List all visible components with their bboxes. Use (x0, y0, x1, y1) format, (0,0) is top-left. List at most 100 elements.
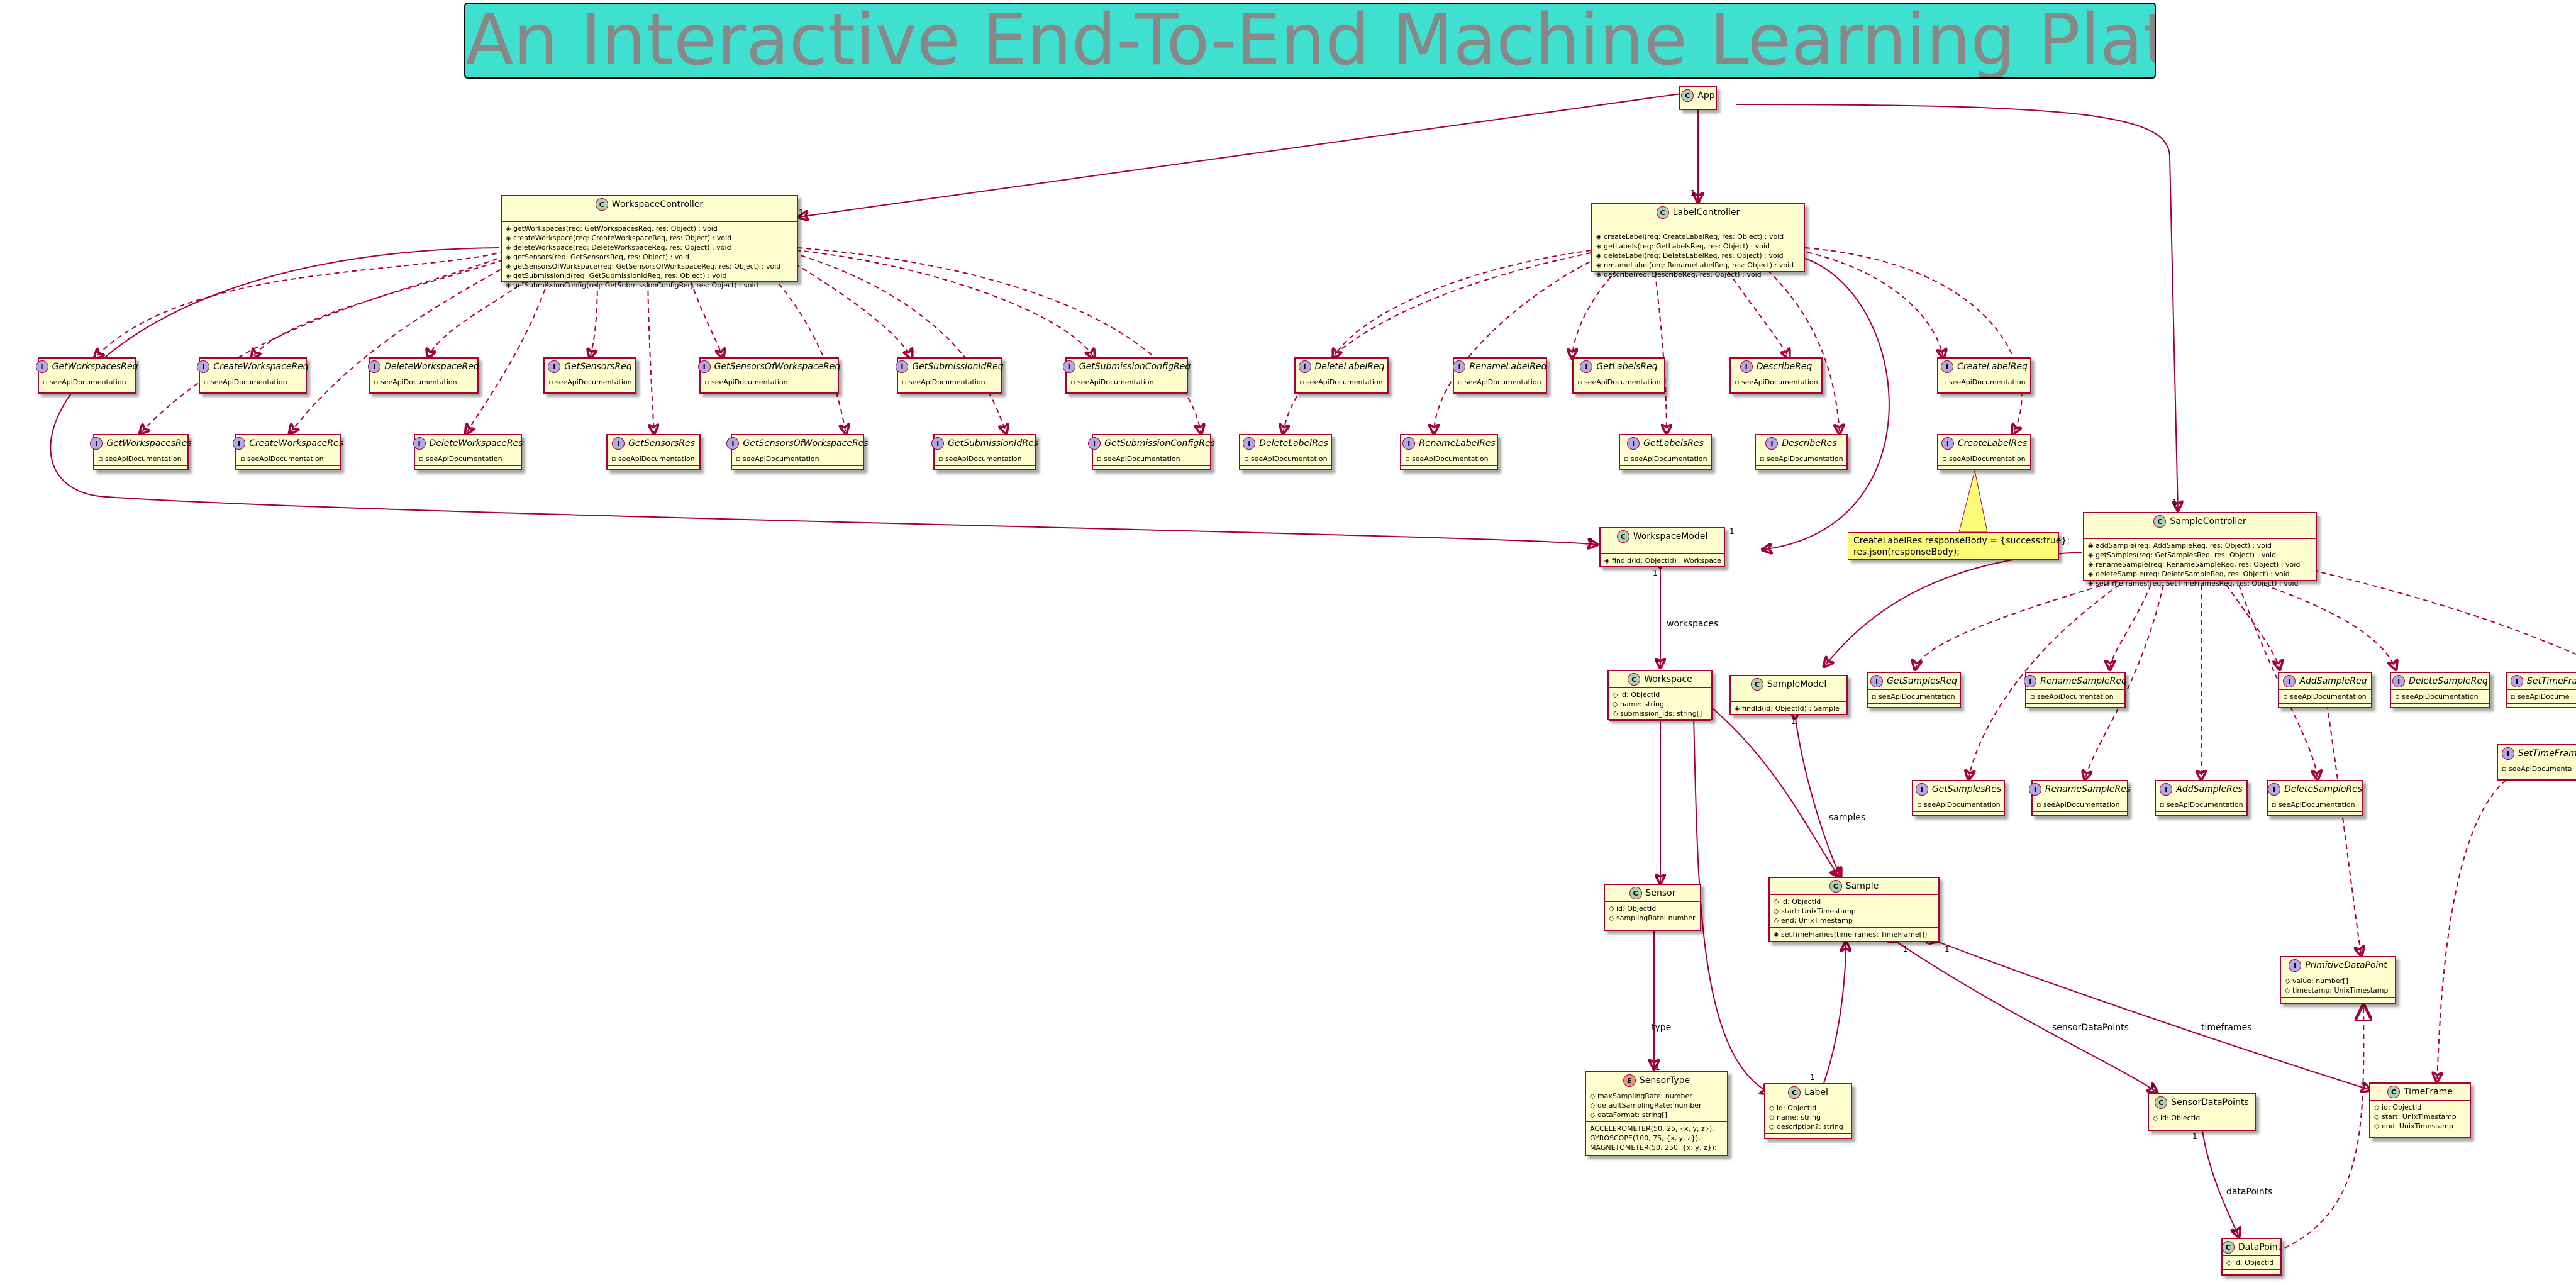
method-row: ◈ createLabel(req: CreateLabelReq, res: … (1596, 233, 1784, 241)
enum-values-section: ACCELEROMETER(50, 25, {x, y, z}), GYROSC… (1586, 1121, 1727, 1154)
class-glyph-icon: C (1628, 673, 1641, 686)
field-row: ▫ seeApiDocumentation (704, 378, 788, 386)
field-row: ▫ seeApiDocumentation (1097, 455, 1180, 463)
field-row: ▫ seeApiDocumentation (1942, 455, 2026, 463)
class-glyph-icon: C (1681, 89, 1694, 102)
methods-section (2149, 1125, 2255, 1133)
interface-name: GetLabelsRes (1643, 438, 1704, 448)
interface-glyph-icon: I (197, 360, 210, 373)
methods-section (1609, 720, 1711, 729)
method-row: ◈ deleteLabel(req: DeleteLabelReq, res: … (1596, 252, 1784, 260)
interface-glyph-icon: I (931, 437, 945, 450)
interface-glyph-icon: I (2283, 675, 2296, 687)
class-glyph-icon: C (1656, 206, 1669, 219)
methods-section (2223, 1269, 2280, 1278)
interface-name: GetSamplesReq (1887, 676, 1957, 686)
class-name: PrimitiveDataPoint (2305, 960, 2387, 971)
class-glyph-icon: C (1829, 880, 1842, 893)
class-name: DataPoint (2238, 1242, 2282, 1252)
class-name: SampleController (2170, 516, 2246, 526)
interface-glyph-icon: I (1062, 360, 1075, 373)
field-row: ▫ seeApiDocumentation (43, 378, 126, 386)
interface-name: DescribeReq (1756, 362, 1813, 372)
interface-name: DeleteSampleRes (2284, 784, 2363, 794)
methods-section: ◈ findId(id: ObjectId) : Workspace (1601, 553, 1724, 567)
field-row: ▫ seeApiDocumentation (1624, 455, 1707, 463)
interface-set-timeframes-req[interactable]: ISetTimeFram▫ seeApiDocume (2506, 672, 2576, 708)
interface-name: DeleteLabelRes (1259, 438, 1328, 448)
field-row: ◇ id: ObjectId (2226, 1259, 2274, 1267)
interface-name: CreateWorkspaceRes (249, 438, 343, 448)
class-name: Sensor (1645, 888, 1676, 898)
interface-set-timeframes-res[interactable]: ISetTimeFrame▫ seeApiDocumenta (2497, 744, 2576, 781)
enum-value: ACCELEROMETER(50, 25, {x, y, z}), (1590, 1125, 1714, 1133)
interface-name: GetSubmissionIdRes (948, 438, 1038, 448)
field-row: ◇ name: string (1769, 1113, 1821, 1121)
fields-section (1592, 221, 1804, 230)
interface-name: GetSamplesRes (1931, 784, 2002, 794)
note-connector (1959, 470, 1988, 533)
multiplicity-label: 1 (1653, 569, 1658, 577)
fields-section: ◇ value: number[] ◇ timestamp: UnixTimes… (2281, 974, 2395, 997)
class-name: WorkspaceController (611, 199, 704, 209)
interface-glyph-icon: I (697, 360, 711, 373)
field-row: ▫ seeApiDocumentation (1942, 378, 2026, 386)
class-glyph-icon: C (2387, 1086, 2401, 1098)
interface-name: SetTimeFrame (2518, 748, 2576, 759)
interface-name: RenameLabelRes (1419, 438, 1496, 448)
multiplicity-label: 1 (2172, 498, 2177, 507)
methods-section (2281, 997, 2395, 1006)
fields-section: ◇ id: ObjectId ◇ start: UnixTimestamp ◇ … (2370, 1100, 2470, 1133)
class-name: LabelController (1672, 208, 1740, 218)
field-row: ▫ seeApiDocumentation (2030, 693, 2114, 701)
multiplicity-label: 1 (1945, 945, 1950, 954)
